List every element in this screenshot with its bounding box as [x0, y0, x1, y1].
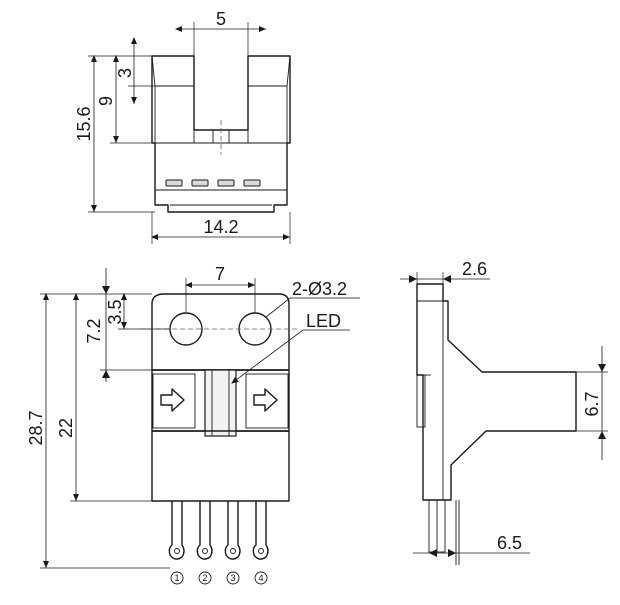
mounting-plate [151, 293, 290, 371]
dim-arm: 6.7 [582, 391, 602, 416]
side-profile [416, 283, 577, 501]
dim-overall-front: 28.7 [26, 410, 46, 445]
dim-height-9: 9 [96, 96, 116, 106]
led-housing [204, 369, 237, 437]
top-left-arm [151, 55, 194, 143]
arrow-right-icon [253, 388, 278, 412]
pin-number-1: 1 [174, 573, 179, 583]
side-window [416, 374, 426, 428]
top-view-body [151, 55, 291, 213]
led-leader [231, 329, 350, 384]
front-view: 1 2 3 4 7 2-Ø3.2 LED 3.5 7.2 2 [26, 264, 360, 585]
top-view: 5 3 9 15.6 14.2 [74, 9, 291, 244]
dim-slot-depth: 3 [115, 68, 135, 78]
led-label: LED [306, 311, 341, 331]
top-right-arm [248, 55, 291, 143]
top-pin-row [155, 179, 287, 206]
hole-leader [265, 297, 360, 318]
emitter-window-left [152, 373, 196, 429]
dim-slot-width: 5 [216, 9, 226, 29]
arrow-right-icon [160, 388, 185, 412]
dim-thickness: 2.6 [462, 259, 487, 279]
dim-pitch: 7 [215, 264, 225, 284]
dim-hole-diameter: 2-Ø3.2 [292, 279, 347, 299]
pin-numbers: 1 2 3 4 [170, 571, 268, 585]
dim-height-22: 22 [56, 418, 76, 438]
pin-number-4: 4 [258, 573, 263, 583]
lower-body [151, 430, 290, 502]
dim-pin-length: 6.5 [497, 533, 522, 553]
pin-leads [168, 501, 269, 560]
side-view: 2.6 6.7 6.5 [400, 259, 608, 565]
pin-number-3: 3 [230, 573, 235, 583]
pin-number-2: 2 [202, 573, 207, 583]
emitter-window-right [245, 373, 289, 429]
dim-width: 14.2 [203, 217, 238, 237]
dim-overall-height: 15.6 [74, 106, 94, 141]
dim-hole-offset: 3.5 [105, 299, 125, 324]
slot-inner [152, 130, 290, 144]
dim-height-72: 7.2 [84, 318, 104, 343]
